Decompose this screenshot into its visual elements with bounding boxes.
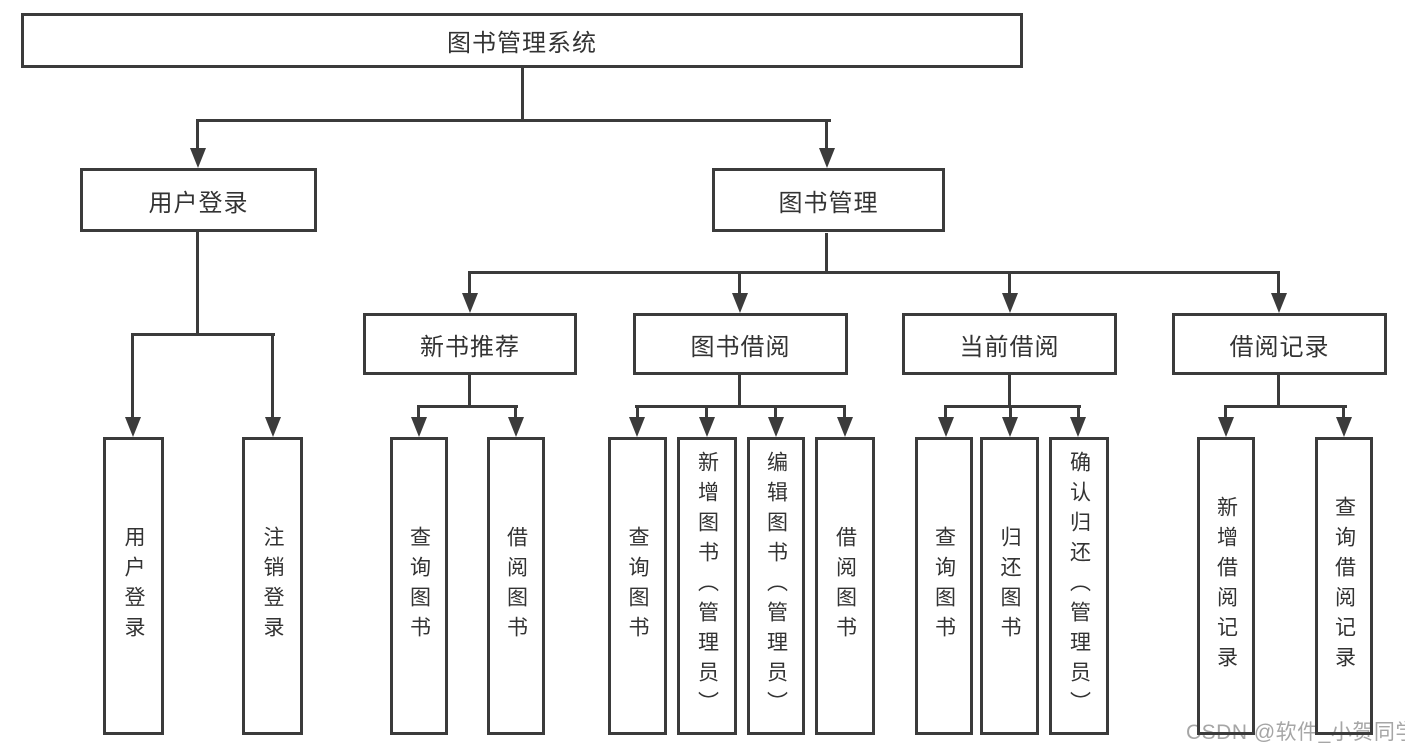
connector-line	[1008, 271, 1011, 293]
connector-line	[1277, 375, 1280, 407]
leaf-label: 注销登录	[261, 526, 284, 646]
connector-line	[944, 405, 1081, 408]
leaf-query-book-current: 查询图书	[915, 437, 973, 735]
connector-line	[1077, 405, 1080, 418]
node-current-borrow: 当前借阅	[902, 313, 1117, 375]
arrow-down-icon	[508, 417, 524, 437]
node-user-login: 用户登录	[80, 168, 317, 232]
node-label: 新书推荐	[420, 333, 520, 361]
connector-line	[635, 405, 846, 408]
leaf-add-borrow-record: 新增借阅记录	[1197, 437, 1255, 735]
connector-line	[131, 333, 134, 418]
connector-line	[705, 405, 708, 418]
arrow-down-icon	[819, 148, 835, 168]
leaf-label: 新增借阅记录	[1214, 496, 1238, 676]
connector-line	[417, 405, 518, 408]
connector-line	[468, 271, 471, 293]
leaf-label: 确认归还（管理员）	[1067, 451, 1091, 721]
csdn-watermark: CSDN @软件_小贺同学	[1186, 721, 1405, 744]
arrow-down-icon	[1002, 293, 1018, 313]
node-label: 图书管理系统	[447, 30, 597, 57]
arrow-down-icon	[1070, 417, 1086, 437]
leaf-label: 归还图书	[998, 526, 1021, 646]
connector-line	[738, 375, 741, 407]
connector-line	[1224, 405, 1347, 408]
arrow-down-icon	[1271, 293, 1287, 313]
connector-line	[825, 233, 828, 273]
connector-line	[1342, 405, 1345, 418]
connector-line	[636, 405, 639, 418]
node-label: 借阅记录	[1229, 333, 1330, 361]
leaf-borrow-book-recommend: 借阅图书	[487, 437, 545, 735]
leaf-return-book: 归还图书	[980, 437, 1039, 735]
node-label: 图书借阅	[690, 333, 791, 361]
node-label: 当前借阅	[959, 333, 1060, 361]
leaf-label: 借阅图书	[833, 526, 857, 646]
leaf-label: 查询图书	[932, 526, 956, 646]
connector-line	[468, 271, 1280, 274]
arrow-down-icon	[411, 417, 427, 437]
leaf-query-borrow-record: 查询借阅记录	[1315, 437, 1373, 735]
arrow-down-icon	[1218, 417, 1234, 437]
leaf-add-book-admin: 新增图书（管理员）	[677, 437, 737, 735]
connector-line	[468, 375, 471, 407]
node-root-system: 图书管理系统	[21, 13, 1023, 68]
connector-line	[843, 405, 846, 418]
connector-line	[417, 405, 420, 418]
arrow-down-icon	[1336, 417, 1352, 437]
connector-line	[1224, 405, 1227, 418]
arrow-down-icon	[768, 417, 784, 437]
connector-line	[271, 333, 274, 418]
node-book-management: 图书管理	[712, 168, 945, 232]
leaf-label: 查询借阅记录	[1332, 496, 1356, 676]
connector-line	[196, 119, 831, 122]
node-book-borrow: 图书借阅	[633, 313, 848, 375]
connector-line	[825, 119, 828, 150]
node-label: 用户登录	[148, 189, 249, 217]
arrow-down-icon	[125, 417, 141, 437]
leaf-borrow-book: 借阅图书	[815, 437, 875, 735]
connector-line	[738, 271, 741, 293]
connector-line	[196, 119, 199, 150]
connector-line	[196, 232, 199, 335]
node-borrow-record: 借阅记录	[1172, 313, 1387, 375]
leaf-label: 借阅图书	[504, 526, 528, 646]
connector-line	[944, 405, 947, 418]
connector-line	[774, 405, 777, 418]
node-new-book-recommend: 新书推荐	[363, 313, 577, 375]
node-label: 图书管理	[778, 189, 879, 217]
arrow-down-icon	[938, 417, 954, 437]
leaf-label: 查询图书	[626, 526, 649, 646]
arrow-down-icon	[462, 293, 478, 313]
leaf-edit-book-admin: 编辑图书（管理员）	[747, 437, 805, 735]
connector-line	[514, 405, 517, 418]
arrow-down-icon	[699, 417, 715, 437]
leaf-label: 用户登录	[122, 526, 145, 646]
leaf-user-login: 用户登录	[103, 437, 164, 735]
connector-line	[1009, 405, 1012, 418]
connector-line	[521, 68, 524, 122]
leaf-query-book-borrow: 查询图书	[608, 437, 667, 735]
arrow-down-icon	[837, 417, 853, 437]
arrow-down-icon	[629, 417, 645, 437]
connector-line	[1277, 271, 1280, 293]
leaf-logout: 注销登录	[242, 437, 303, 735]
leaf-label: 编辑图书（管理员）	[764, 451, 788, 721]
connector-line	[1008, 375, 1011, 407]
leaf-confirm-return-admin: 确认归还（管理员）	[1049, 437, 1109, 735]
connector-line	[131, 333, 275, 336]
leaf-label: 查询图书	[407, 526, 431, 646]
arrow-down-icon	[1002, 417, 1018, 437]
leaf-query-book-recommend: 查询图书	[390, 437, 448, 735]
arrow-down-icon	[265, 417, 281, 437]
leaf-label: 新增图书（管理员）	[695, 451, 719, 721]
arrow-down-icon	[732, 293, 748, 313]
arrow-down-icon	[190, 148, 206, 168]
